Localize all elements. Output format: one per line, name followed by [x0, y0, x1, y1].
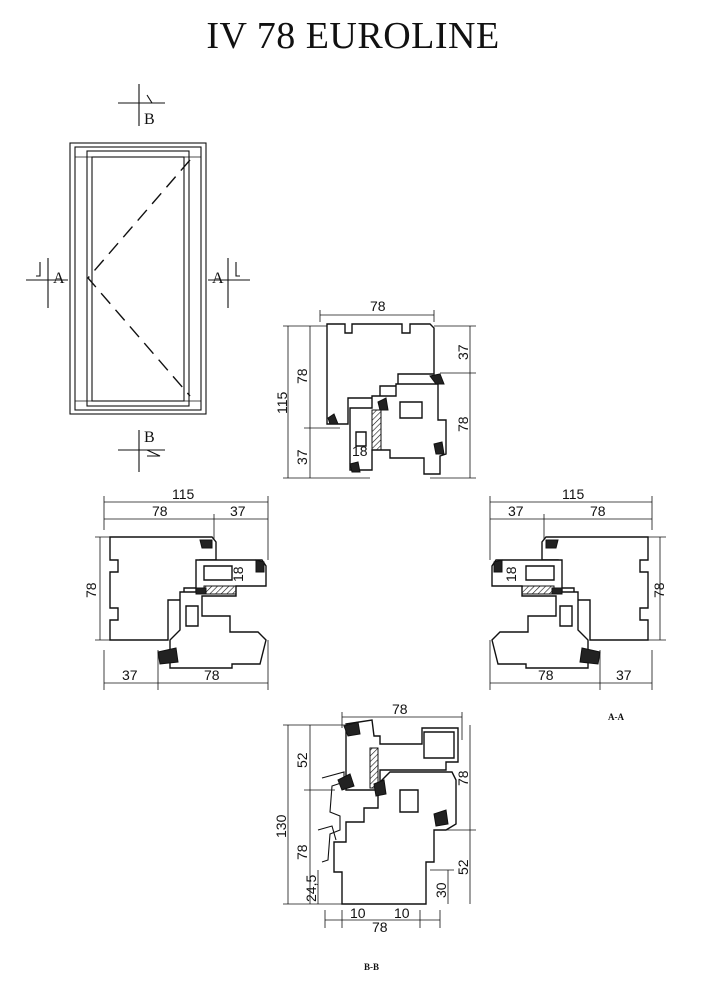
- section-mark-b-bottom: B: [118, 429, 165, 472]
- dimension-label: 18: [230, 566, 246, 582]
- section-mark-a-right: A: [208, 258, 250, 308]
- dimension-label: 78: [370, 298, 386, 314]
- dimension-label: 30: [433, 882, 449, 898]
- head-section: 78 115 78 37 37 78 18: [274, 298, 476, 479]
- section-mark-b-top: B: [118, 84, 165, 128]
- dimension-label: 115: [562, 486, 585, 502]
- dimension-label: 24,5: [303, 875, 319, 902]
- dimension-label: 78: [651, 582, 667, 598]
- left-jamb-section: 115 78 37 78 18 37 78: [83, 486, 269, 690]
- dimension-label: 130: [273, 814, 289, 838]
- right-jamb-section: 115 37 78 78 18 78 37: [489, 486, 667, 690]
- section-letter: A: [212, 270, 224, 287]
- sill-section: 78 130 52 78 24,5 78 52 30 10 78 10: [273, 701, 476, 935]
- section-letter: B: [144, 429, 155, 446]
- dimension-label: 78: [538, 667, 554, 683]
- dimension-label: 37: [230, 503, 246, 519]
- door-elevation: [69, 142, 207, 415]
- dimension-label: 52: [294, 752, 310, 768]
- dimension-label: 37: [294, 449, 310, 465]
- dimension-label: 78: [455, 416, 471, 432]
- dimension-label: 78: [204, 667, 220, 683]
- dimension-label: 10: [394, 905, 410, 921]
- dimension-label: 18: [503, 566, 519, 582]
- section-mark-a-left: A: [26, 258, 68, 308]
- dimension-label: 78: [294, 844, 310, 860]
- dimension-label: 78: [83, 582, 99, 598]
- dimension-label: 37: [455, 344, 471, 360]
- section-letter: B: [144, 111, 155, 128]
- dimension-label: 78: [590, 503, 606, 519]
- dimension-label: 78: [455, 770, 471, 786]
- section-letter: A: [53, 270, 65, 287]
- dimension-label: 78: [294, 368, 310, 384]
- dimension-label: 10: [350, 905, 366, 921]
- dimension-label: 115: [172, 486, 195, 502]
- dimension-label: 37: [616, 667, 632, 683]
- caption-bb: B-B: [364, 962, 379, 972]
- dimension-label: 78: [372, 919, 388, 935]
- dimension-label: 52: [455, 859, 471, 875]
- dimension-label: 37: [508, 503, 524, 519]
- dimension-label: 18: [352, 443, 368, 459]
- dimension-label: 78: [392, 701, 408, 717]
- page-title: IV 78 EUROLINE: [206, 15, 500, 57]
- dimension-label: 78: [152, 503, 168, 519]
- caption-aa: A-A: [608, 712, 624, 722]
- dimension-label: 115: [274, 391, 290, 414]
- dimension-label: 37: [122, 667, 138, 683]
